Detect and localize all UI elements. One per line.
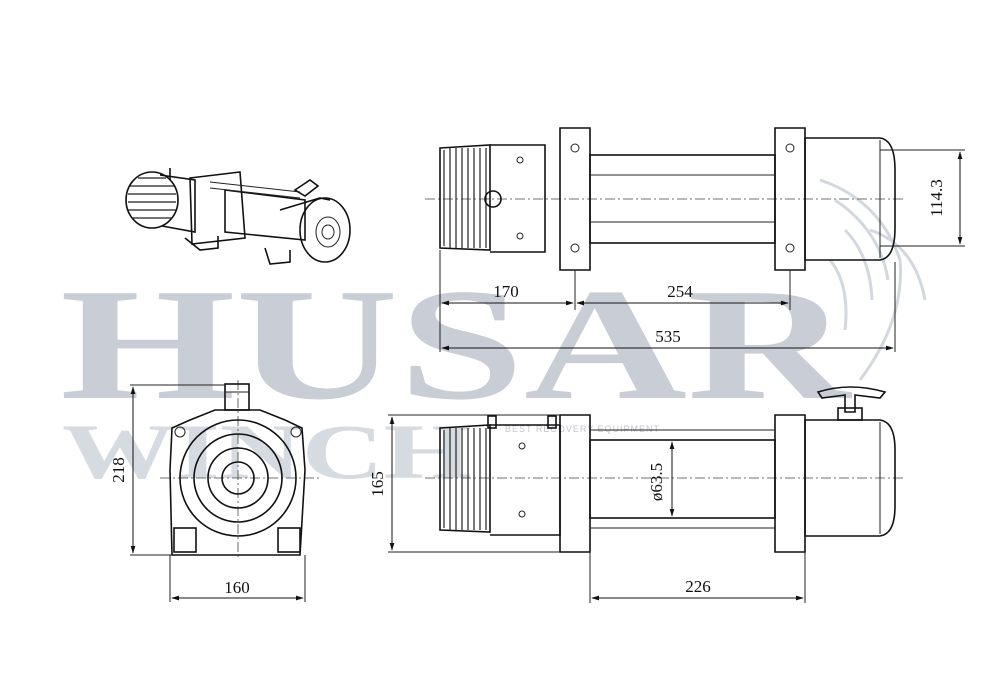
dim-side-drum-length: 226 [685,577,711,596]
dim-motor-length: 170 [493,282,519,301]
iso-foot-left [184,236,219,251]
dim-front-height: 218 [109,457,128,483]
front-clutch [224,383,250,411]
watermark-tagline: BEST RECOVERY EQUIPMENT [505,424,660,434]
dim-drum-diameter: ø63.5 [647,463,666,501]
top-motor-cap [439,144,491,251]
top-drum [589,154,776,244]
eagle-wing-icon [819,178,927,381]
watermark-brand: HUSAR [60,255,852,433]
top-gear-housing [804,137,896,261]
top-terminal [484,190,502,208]
iso-end-plate [189,171,246,245]
front-foot-right [277,527,301,553]
iso-drum [224,189,306,241]
watermark: HUSAR WINCH BEST RECOVERY EQUIPMENT [60,178,927,495]
iso-foot-right [264,247,291,265]
side-terminal-left [487,415,497,429]
iso-motor-fins [128,177,176,219]
side-drum [589,439,776,519]
iso-tie-bar [209,181,301,193]
iso-motor-body [159,174,196,233]
iso-clutch-knob [293,179,320,197]
dim-side-height: 165 [368,471,387,497]
side-motor-cap [439,424,491,533]
front-shaft [221,461,255,495]
dim-drum-length: 254 [667,282,693,301]
top-motor-body [490,144,546,253]
front-view: 218 160 [109,380,320,602]
iso-gear-housing [299,197,351,263]
side-terminal-right [547,415,557,429]
side-motor-fins [443,428,487,530]
watermark-sub: WINCH [62,408,472,495]
front-housing [169,409,306,556]
side-gear-housing [804,419,896,537]
side-end-plate-left [559,414,591,553]
top-view: 170 254 535 114.3 [425,127,965,352]
isometric-view [125,168,351,265]
side-view: ø63.5 165 226 [368,386,905,603]
front-outer-ring [179,419,297,537]
iso-motor-cap [125,171,179,229]
dim-body-height: 114.3 [927,179,946,217]
front-foot-left [173,527,197,553]
top-end-plate-left [559,127,591,271]
top-motor-fins [443,148,487,248]
dim-front-width: 160 [224,578,250,597]
side-end-plate-right [774,414,806,553]
side-clutch-handle [816,386,887,413]
side-motor-body [490,424,561,536]
dim-overall-length: 535 [655,327,681,346]
